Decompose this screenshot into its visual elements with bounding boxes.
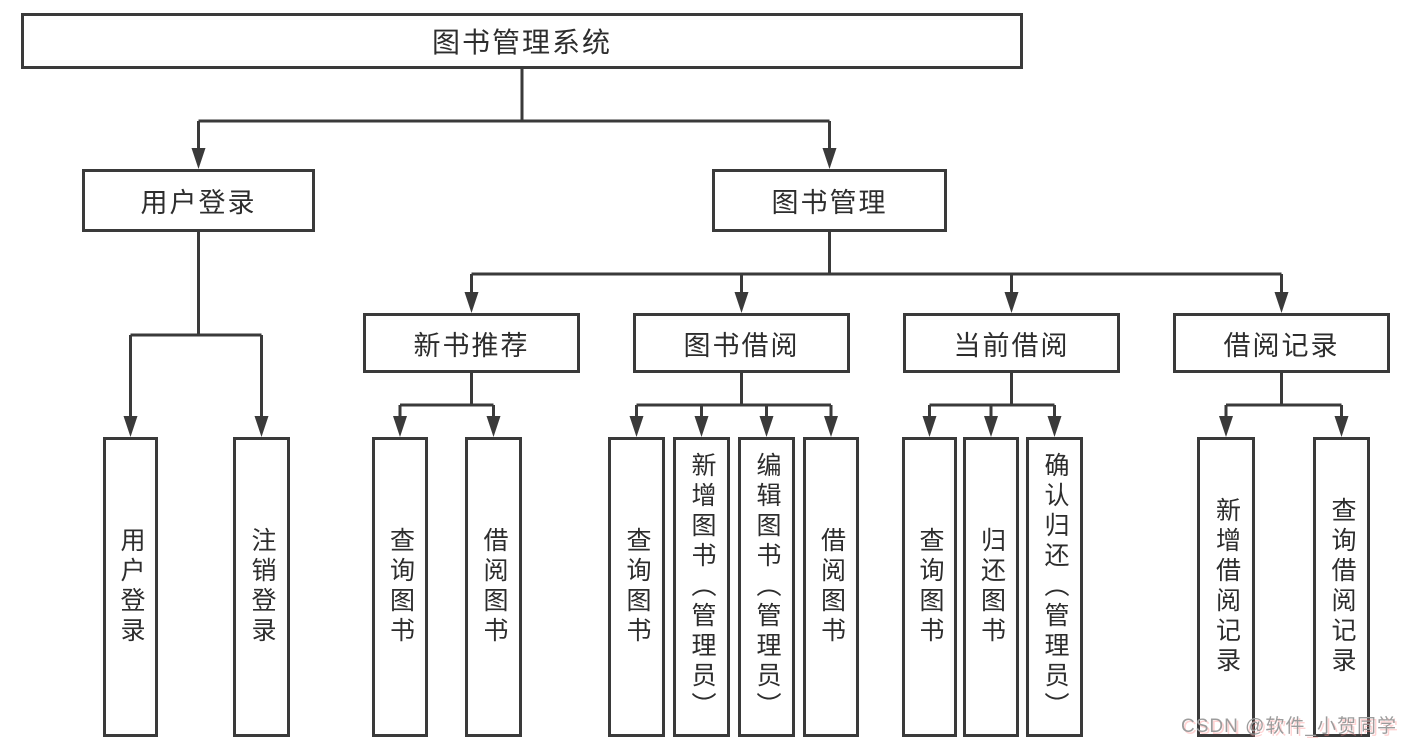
- arrow-icon: [694, 416, 709, 437]
- leaf-bb-borrow-books-label: 借阅图书: [817, 527, 846, 647]
- connector-root: [197, 69, 831, 152]
- leaf-user-login-label: 用户登录: [117, 527, 145, 647]
- arrow-icon: [191, 148, 206, 169]
- leaf-bb-add-books-admin-label: 新增图书（管理员）: [688, 452, 716, 722]
- connector-current-borrowing: [928, 373, 1056, 420]
- node-book-management-label: 图书管理: [771, 188, 888, 218]
- connector-book-borrowing: [635, 373, 833, 420]
- leaf-cb-return-books-label: 归还图书: [977, 527, 1006, 647]
- arrow-icon: [123, 416, 138, 437]
- arrow-icon: [254, 416, 269, 437]
- leaf-br-query-record-label: 查询借阅记录: [1328, 497, 1356, 677]
- node-user-login: 用户登录: [82, 169, 315, 232]
- leaf-nbr-borrow-books-label: 借阅图书: [480, 527, 508, 647]
- leaf-user-login: 用户登录: [103, 437, 158, 737]
- arrow-icon: [1004, 292, 1019, 313]
- leaf-nbr-query-books: 查询图书: [372, 437, 428, 737]
- leaf-cb-query-books-label: 查询图书: [916, 527, 944, 647]
- arrow-icon: [629, 416, 644, 437]
- node-book-borrowing: 图书借阅: [633, 313, 850, 373]
- arrow-icon: [922, 416, 937, 437]
- node-book-management: 图书管理: [712, 169, 947, 232]
- node-root-label: 图书管理系统: [431, 27, 612, 58]
- arrow-icon: [822, 148, 837, 169]
- arrow-icon: [734, 292, 749, 313]
- arrow-icon: [1219, 416, 1233, 437]
- connector-user-login: [129, 232, 263, 420]
- leaf-bb-query-books-label: 查询图书: [623, 527, 651, 647]
- node-borrowing-records: 借阅记录: [1173, 313, 1390, 373]
- leaf-bb-borrow-books: 借阅图书: [803, 437, 859, 737]
- node-current-borrowing: 当前借阅: [903, 313, 1120, 373]
- leaf-bb-edit-books-admin: 编辑图书（管理员）: [738, 437, 795, 737]
- leaf-cb-return-books: 归还图书: [963, 437, 1019, 737]
- arrow-icon: [984, 416, 998, 437]
- node-current-borrowing-label: 当前借阅: [953, 330, 1070, 361]
- arrow-icon: [486, 416, 501, 437]
- node-new-book-recommend: 新书推荐: [363, 313, 580, 373]
- arrow-icon: [1047, 416, 1062, 437]
- leaf-nbr-borrow-books: 借阅图书: [465, 437, 522, 737]
- leaf-bb-add-books-admin: 新增图书（管理员）: [673, 437, 730, 737]
- leaf-cb-confirm-return-admin: 确认归还（管理员）: [1026, 437, 1083, 737]
- leaf-br-add-record: 新增借阅记录: [1197, 437, 1255, 737]
- connector-new-book-recommend: [398, 373, 495, 420]
- arrow-icon: [1274, 292, 1289, 313]
- connector-book-management: [470, 232, 1283, 296]
- arrow-icon: [1334, 416, 1349, 437]
- node-borrowing-records-label: 借阅记录: [1223, 330, 1340, 361]
- leaf-bb-query-books: 查询图书: [608, 437, 665, 737]
- leaf-cb-confirm-return-admin-label: 确认归还（管理员）: [1041, 452, 1069, 722]
- leaf-bb-edit-books-admin-label: 编辑图书（管理员）: [753, 452, 781, 722]
- leaf-br-add-record-label: 新增借阅记录: [1212, 497, 1241, 677]
- arrow-icon: [824, 416, 838, 437]
- leaf-logout-label: 注销登录: [248, 527, 276, 647]
- leaf-nbr-query-books-label: 查询图书: [386, 527, 415, 647]
- watermark: CSDN @软件_小贺同学: [1181, 716, 1397, 737]
- arrow-icon: [393, 416, 407, 437]
- node-new-book-recommend-label: 新书推荐: [413, 330, 530, 361]
- arrow-icon: [464, 292, 479, 313]
- node-root: 图书管理系统: [21, 13, 1023, 69]
- leaf-br-query-record: 查询借阅记录: [1313, 437, 1370, 737]
- node-book-borrowing-label: 图书借阅: [683, 330, 800, 361]
- leaf-logout: 注销登录: [233, 437, 290, 737]
- node-user-login-label: 用户登录: [140, 188, 257, 218]
- connector-borrowing-records: [1224, 373, 1343, 420]
- arrow-icon: [759, 416, 774, 437]
- leaf-cb-query-books: 查询图书: [902, 437, 957, 737]
